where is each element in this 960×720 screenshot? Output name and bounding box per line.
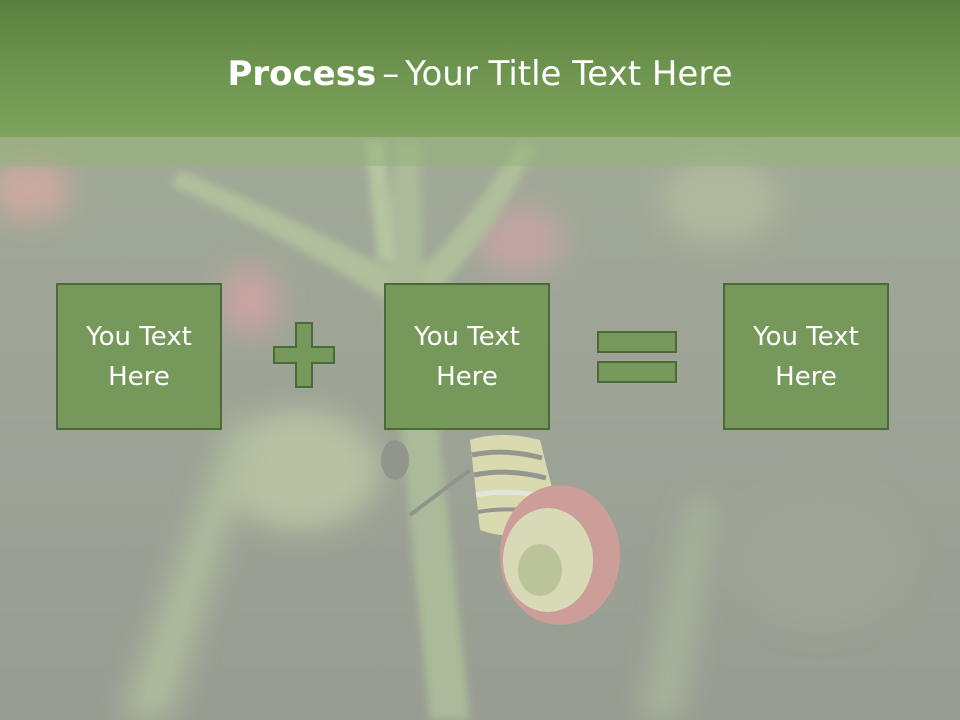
process-box-3-line2: Here: [775, 361, 837, 392]
title-dash: –: [382, 54, 400, 94]
title-bar: [0, 0, 960, 137]
process-box-3-text: You Text Here: [741, 317, 871, 397]
process-box-1-line2: Here: [108, 361, 170, 392]
process-box-3-line1: You Text: [753, 321, 859, 352]
process-box-2-line2: Here: [436, 361, 498, 392]
plus-icon[interactable]: [273, 322, 335, 388]
process-box-2-line1: You Text: [414, 321, 520, 352]
title-rest: Your Title Text Here: [405, 54, 733, 94]
process-box-3[interactable]: You Text Here: [723, 283, 889, 430]
process-box-1-text: You Text Here: [74, 317, 204, 397]
process-box-1[interactable]: You Text Here: [56, 283, 222, 430]
title-bold: Process: [227, 54, 377, 94]
equals-icon[interactable]: [597, 331, 677, 383]
process-box-2-text: You Text Here: [402, 317, 532, 397]
slide-title[interactable]: Process–Your Title Text Here: [0, 52, 960, 96]
process-box-1-line1: You Text: [86, 321, 192, 352]
process-box-2[interactable]: You Text Here: [384, 283, 550, 430]
title-band: [0, 137, 960, 166]
